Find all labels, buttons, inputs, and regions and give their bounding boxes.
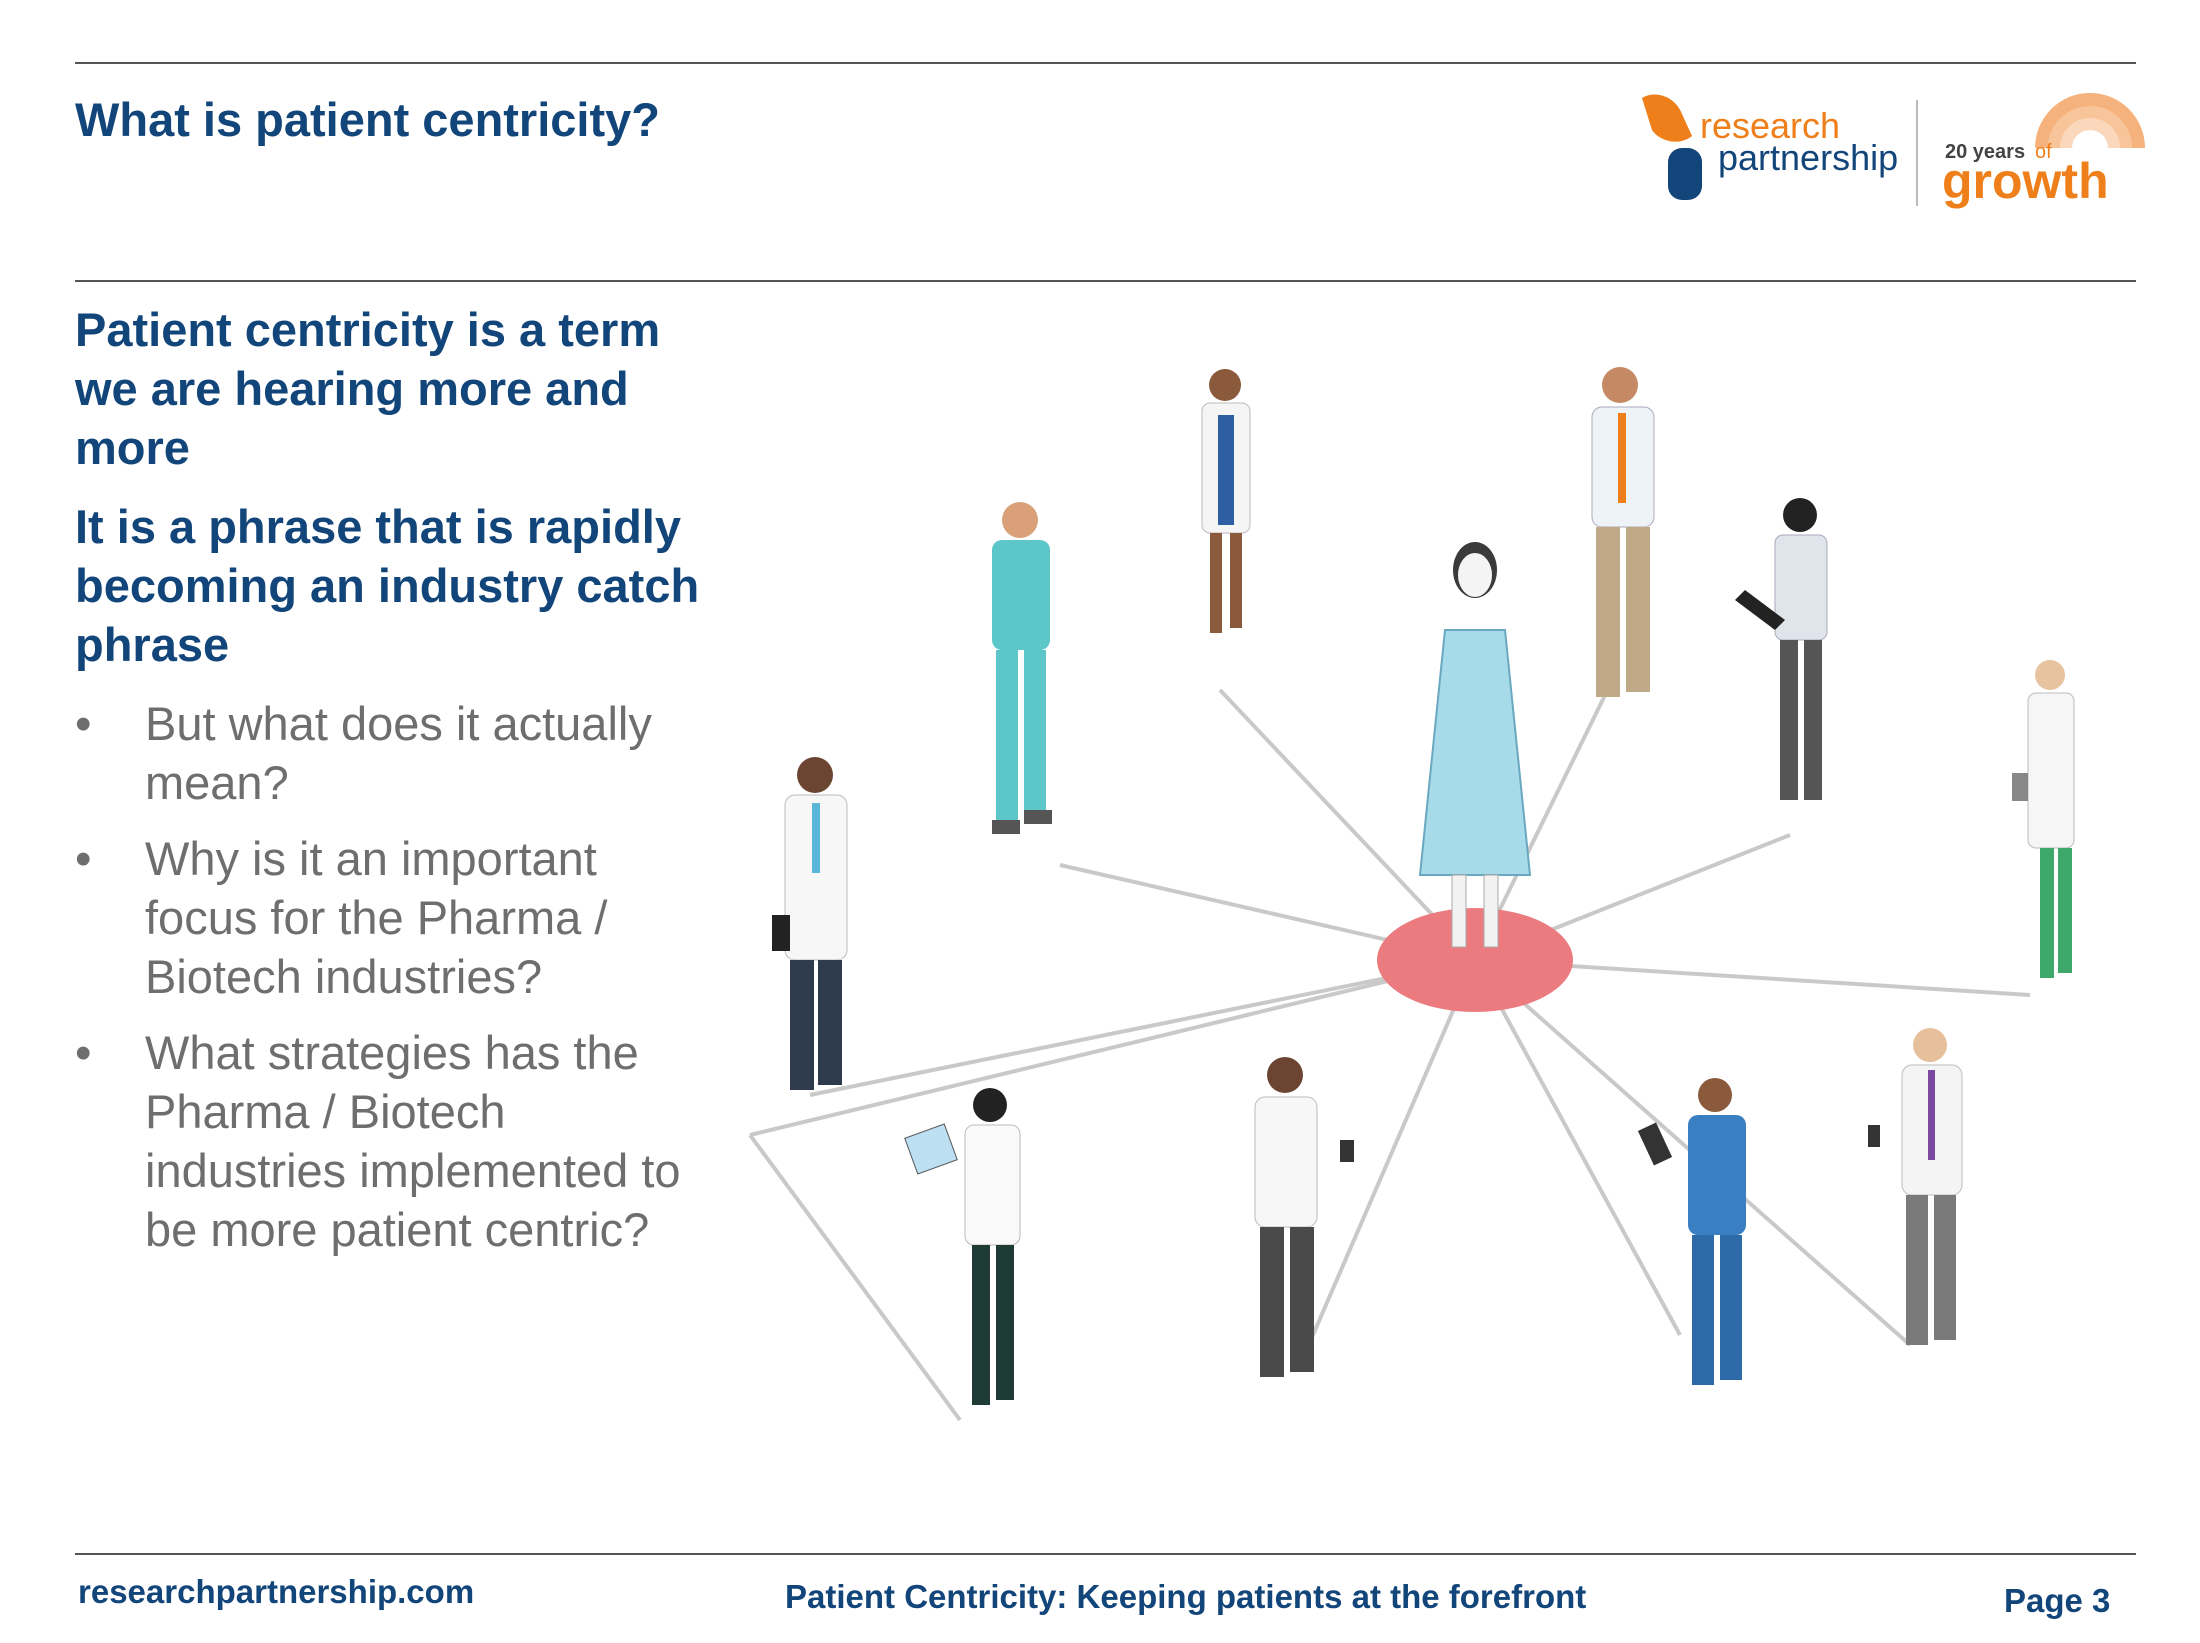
- logo-tag-years: 20 years: [1945, 141, 2025, 163]
- bullet-icon: •: [75, 832, 92, 885]
- logo-tag-of: of: [2035, 141, 2052, 163]
- logo-tag-growth: growth: [1942, 153, 2109, 209]
- scrubs-doctor-figure: [992, 502, 1052, 834]
- lab-coat-doctor-figure: [772, 757, 848, 1090]
- logo-icon: [1642, 94, 1702, 200]
- page-number: Page 3: [2004, 1582, 2111, 1619]
- bullet-icon: •: [75, 697, 92, 750]
- man-on-phone-figure: [1591, 367, 1655, 697]
- patient-network-illustration: [748, 367, 2075, 1422]
- sunrise-icon: [2030, 93, 2150, 208]
- bullet-item: •Why is it an important focus for the Ph…: [75, 829, 715, 1006]
- patient-hub: [1377, 908, 1573, 1012]
- woman-with-tablet-figure: [904, 1088, 1021, 1405]
- bullet-item: •But what does it actually mean?: [75, 694, 715, 812]
- bullet-item: •What strategies has the Pharma / Biotec…: [75, 1023, 715, 1259]
- blue-scrubs-figure: [1637, 1078, 1746, 1385]
- man-with-tie-figure: [1868, 1028, 1963, 1345]
- footer-url: researchpartnership.com: [78, 1573, 475, 1610]
- network-lines: [748, 684, 2031, 1422]
- clipboard-doctor-figure: [2012, 660, 2075, 978]
- bullet-list: •But what does it actually mean? •Why is…: [75, 694, 715, 1259]
- footer-title: Patient Centricity: Keeping patients at …: [785, 1578, 1587, 1615]
- man-with-smartphone-figure: [1254, 1057, 1354, 1377]
- headline-1: Patient centricity is a term we are hear…: [75, 303, 661, 474]
- bullet-icon: •: [75, 1026, 92, 1079]
- woman-with-laptop-figure: [1735, 498, 1828, 800]
- footer-rule: [75, 1553, 2136, 1555]
- header-bottom-rule: [75, 280, 2136, 282]
- female-doctor-figure: [1201, 369, 1251, 633]
- logo-word-partnership: partnership: [1718, 137, 1898, 178]
- left-text-column: Patient centricity is a term we are hear…: [75, 300, 715, 1276]
- research-partnership-logo: research partnership 20 years of growth: [1642, 93, 2150, 209]
- patient-figure: [1418, 542, 1532, 948]
- header-top-rule: [75, 62, 2136, 64]
- slide-title: What is patient centricity?: [75, 93, 660, 146]
- headline-2: It is a phrase that is rapidly becoming …: [75, 500, 700, 671]
- logo-word-research: research: [1700, 105, 1840, 146]
